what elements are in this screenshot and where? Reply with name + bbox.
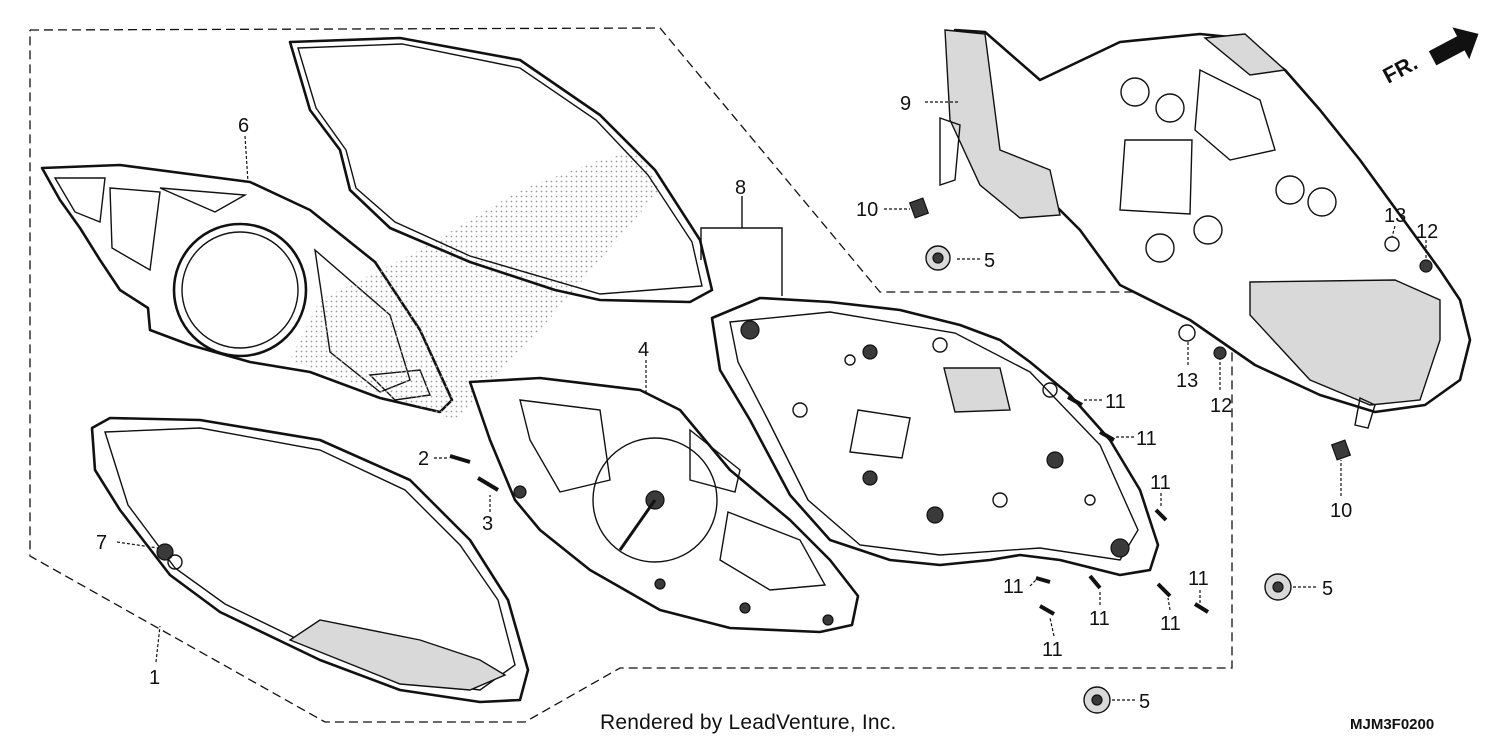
front-direction-indicator: FR. [1379, 27, 1479, 89]
upper-cover-part-9 [939, 28, 1472, 429]
hardware-group [449, 197, 1433, 714]
callout-10b: 10 [1330, 500, 1352, 522]
callout-6: 6 [238, 115, 249, 137]
callout-3: 3 [482, 513, 493, 535]
screen-lens [288, 36, 714, 420]
callout-9: 9 [900, 93, 911, 115]
callout-11g: 11 [1188, 568, 1209, 590]
callout-1: 1 [149, 667, 160, 689]
assembly-boundary [29, 27, 1233, 723]
callout-13a: 13 [1384, 205, 1406, 227]
callout-11d: 11 [1003, 576, 1024, 598]
diagram-code: MJM3F0200 [1350, 716, 1435, 733]
callout-13b: 13 [1176, 370, 1198, 392]
dial-board-part-4 [468, 376, 860, 634]
callout-11c: 11 [1150, 472, 1171, 494]
fr-label: FR. [1379, 50, 1422, 89]
callout-12b: 12 [1210, 395, 1232, 417]
callout-4: 4 [638, 339, 649, 361]
callout-7: 7 [96, 532, 107, 554]
front-arrow-icon [1428, 27, 1479, 66]
callout-11e: 11 [1089, 608, 1110, 630]
callout-labels: 1 2 3 4 5 5 5 6 7 8 9 10 10 11 11 11 11 … [96, 93, 1438, 713]
meter-case-part-8 [710, 296, 1160, 577]
callout-5a: 5 [984, 250, 995, 272]
callout-10a: 10 [856, 199, 878, 221]
callout-11h: 11 [1042, 639, 1063, 661]
callout-11b: 11 [1136, 428, 1157, 450]
callout-5c: 5 [1139, 691, 1150, 713]
callout-8: 8 [735, 177, 746, 199]
callout-2: 2 [418, 448, 429, 470]
leader-lines [116, 101, 1427, 701]
callout-11f: 11 [1160, 613, 1181, 635]
case-cover-part-1 [90, 416, 530, 704]
render-credit: Rendered by LeadVenture, Inc. [600, 711, 897, 734]
callout-12a: 12 [1416, 221, 1438, 243]
callout-11a: 11 [1105, 391, 1126, 413]
callout-5b: 5 [1322, 578, 1333, 600]
